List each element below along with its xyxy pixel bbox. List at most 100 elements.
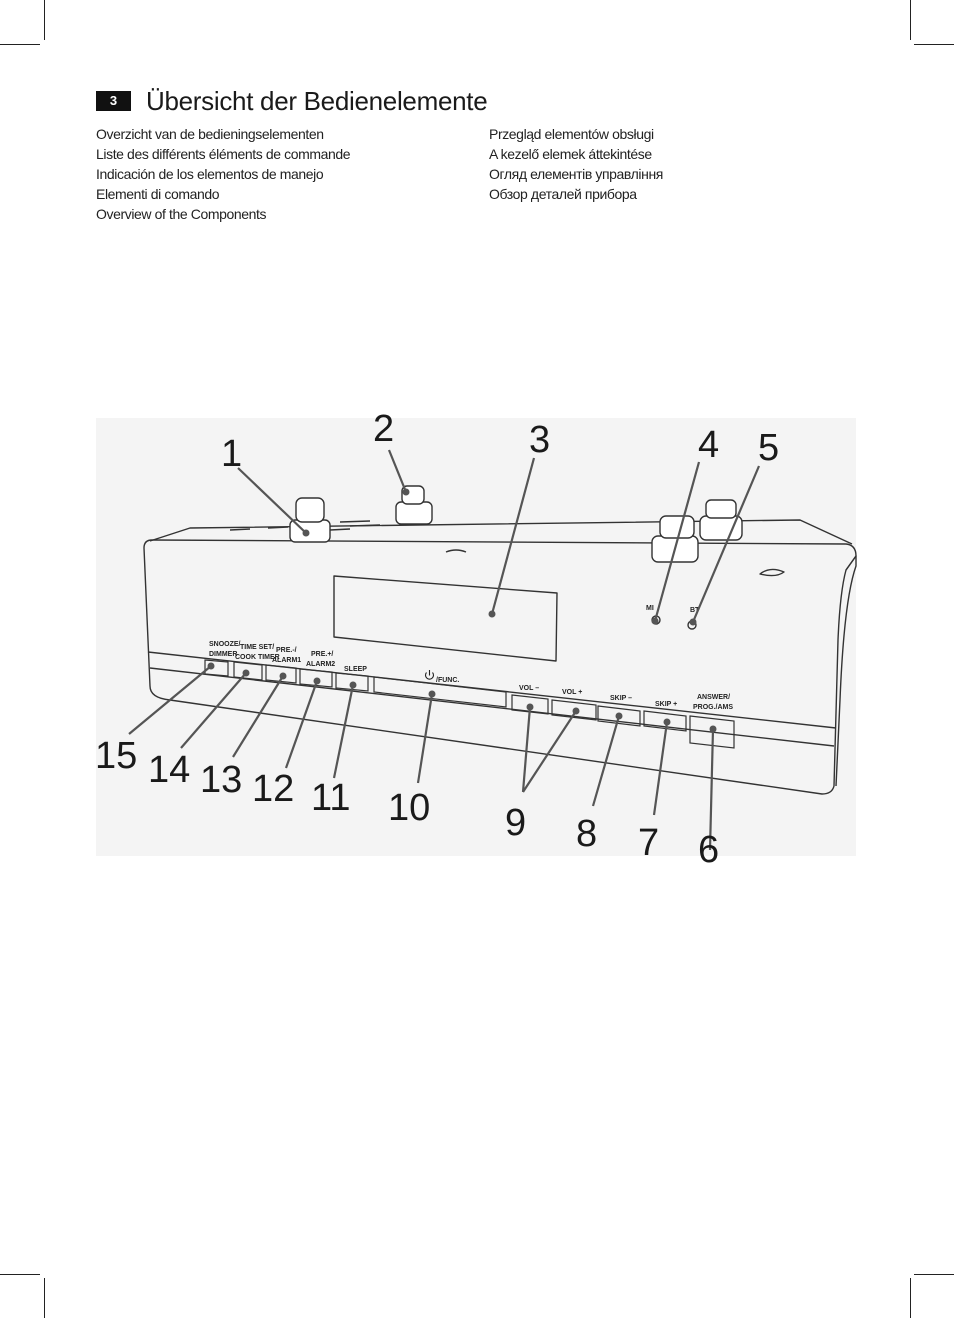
translation-spanish: Indicación de los elementos de manejo bbox=[96, 166, 324, 182]
translation-hungarian: A kezelő elemek áttekintése bbox=[489, 146, 652, 162]
translation-french: Liste des différents éléments de command… bbox=[96, 146, 351, 162]
label-pre-minus-2: ALARM1 bbox=[272, 657, 301, 664]
front-buttons bbox=[204, 659, 735, 749]
callout-11: 11 bbox=[311, 777, 350, 819]
label-skip-plus: SKIP + bbox=[655, 701, 677, 708]
label-timeset-1: TIME SET/ bbox=[240, 644, 274, 651]
top-surface-edge bbox=[149, 519, 853, 545]
button-pre-minus bbox=[265, 664, 297, 684]
label-func: /FUNC. bbox=[436, 677, 459, 684]
leader-2 bbox=[387, 449, 408, 493]
callout-2: 2 bbox=[373, 408, 394, 450]
knob-2-base bbox=[395, 501, 433, 525]
callout-13: 13 bbox=[200, 759, 242, 801]
leader-5 bbox=[691, 465, 761, 623]
leader-4 bbox=[653, 461, 701, 622]
translation-russian: Обзор деталей прибора bbox=[489, 186, 637, 202]
button-skip-minus bbox=[597, 705, 641, 727]
leader-11 bbox=[332, 684, 355, 779]
leader-1 bbox=[237, 467, 307, 534]
diagram-background bbox=[96, 418, 856, 856]
callout-15: 15 bbox=[95, 735, 137, 777]
front-top-notch bbox=[445, 549, 467, 553]
callout-8: 8 bbox=[576, 813, 597, 855]
callout-9: 9 bbox=[505, 802, 526, 844]
display-window bbox=[333, 575, 558, 662]
crop-mark bbox=[44, 1278, 45, 1318]
leader-10 bbox=[416, 693, 434, 784]
knob-4-top bbox=[659, 515, 695, 539]
crop-mark bbox=[914, 1274, 954, 1275]
callout-6: 6 bbox=[698, 829, 719, 871]
crop-mark bbox=[914, 44, 954, 45]
leader-9a bbox=[521, 706, 532, 793]
leader-15 bbox=[128, 665, 212, 735]
callout-4: 4 bbox=[698, 424, 719, 466]
label-pre-plus-1: PRE.+/ bbox=[311, 651, 333, 658]
power-icon bbox=[424, 670, 435, 680]
label-skip-minus: SKIP – bbox=[610, 695, 632, 702]
label-vol-plus: VOL + bbox=[562, 689, 582, 696]
knob-5-top bbox=[705, 499, 737, 519]
button-sleep bbox=[335, 672, 369, 692]
label-vol-minus: VOL – bbox=[519, 685, 539, 692]
leader-13 bbox=[232, 675, 284, 758]
label-pre-minus-1: PRE.-/ bbox=[276, 647, 297, 654]
section-number-badge: 3 bbox=[96, 91, 131, 111]
title-translations-left: Overzicht van de bedieningselementen Lis… bbox=[96, 124, 351, 224]
button-pre-plus bbox=[299, 668, 333, 688]
side-panel bbox=[835, 555, 857, 787]
callout-10: 10 bbox=[388, 787, 430, 829]
leader-8 bbox=[591, 715, 621, 807]
knob-1-top bbox=[295, 497, 325, 523]
leader-6 bbox=[708, 728, 715, 851]
leader-9b bbox=[522, 710, 577, 793]
callout-14: 14 bbox=[148, 749, 190, 791]
radio-body bbox=[143, 519, 857, 795]
button-func bbox=[373, 676, 507, 708]
translation-english: Overview of the Components bbox=[96, 206, 267, 222]
button-vol-plus bbox=[551, 699, 597, 721]
callout-7: 7 bbox=[638, 822, 659, 864]
button-time-set bbox=[233, 661, 263, 681]
label-bt: BT bbox=[690, 607, 700, 614]
button-skip-plus bbox=[643, 710, 687, 732]
label-timeset-2: COOK TIMER bbox=[235, 654, 280, 661]
top-slots bbox=[229, 520, 431, 531]
callout-3: 3 bbox=[529, 419, 550, 461]
label-snooze-1: SNOOZE/ bbox=[209, 641, 241, 648]
label-mic: MI bbox=[646, 605, 654, 612]
leader-7 bbox=[652, 721, 669, 816]
crop-mark bbox=[0, 44, 40, 45]
button-vol-minus bbox=[511, 694, 549, 715]
button-answer bbox=[689, 715, 735, 749]
button-snooze bbox=[204, 659, 229, 677]
translation-dutch: Overzicht van de bedieningselementen bbox=[96, 126, 324, 142]
page-title: Übersicht der Bedienelemente bbox=[146, 86, 488, 116]
leader-3 bbox=[490, 457, 536, 615]
leader-12 bbox=[284, 680, 319, 769]
crop-mark bbox=[910, 0, 911, 40]
leader-lines bbox=[128, 449, 761, 851]
translation-italian: Elementi di comando bbox=[96, 186, 220, 202]
leader-dots bbox=[207, 488, 717, 733]
label-pre-plus-2: ALARM2 bbox=[306, 661, 335, 668]
front-face bbox=[143, 539, 857, 795]
crop-mark bbox=[44, 0, 45, 40]
label-sleep: SLEEP bbox=[344, 666, 367, 673]
crop-mark bbox=[910, 1278, 911, 1318]
top-right-slot bbox=[759, 568, 785, 577]
callout-1: 1 bbox=[221, 433, 242, 475]
label-answer-2: PROG./AMS bbox=[693, 704, 733, 711]
callout-12: 12 bbox=[252, 768, 294, 810]
title-translations-right: Przegląd elementów obsługi A kezelő elem… bbox=[489, 124, 663, 204]
translation-ukrainian: Огляд елементів управління bbox=[489, 166, 663, 182]
translation-polish: Przegląd elementów obsługi bbox=[489, 126, 654, 142]
button-rail-bottom bbox=[149, 667, 835, 747]
crop-mark bbox=[0, 1274, 40, 1275]
callout-5: 5 bbox=[758, 427, 779, 469]
leader-14 bbox=[180, 672, 247, 749]
label-snooze-2: DIMMER bbox=[209, 651, 237, 658]
label-answer-1: ANSWER/ bbox=[697, 694, 730, 701]
